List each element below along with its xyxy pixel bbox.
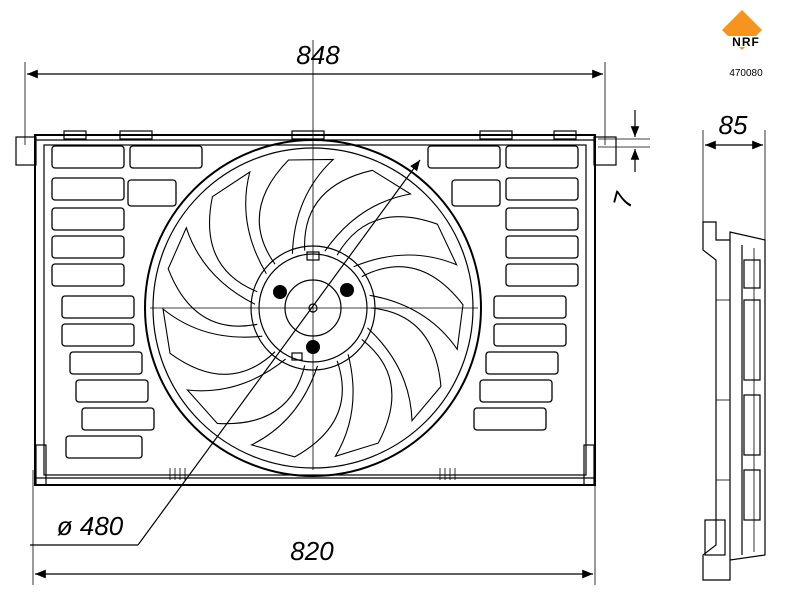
dimension-offset: 7 — [598, 110, 650, 211]
fan-blade — [361, 266, 464, 351]
hub-bolt — [340, 283, 354, 297]
mount-ear-right — [593, 136, 617, 166]
logo-text: NRF — [732, 35, 760, 49]
depth-label: 85 — [719, 110, 748, 140]
fan-blade — [250, 360, 343, 458]
fan-blade — [336, 216, 458, 268]
mount-ear-left — [15, 136, 37, 166]
fan-diameter-label: ø 480 — [57, 511, 124, 541]
fan-blade — [258, 158, 335, 265]
dimension-overall-width: 848 — [24, 40, 606, 145]
hub-bolt — [273, 285, 287, 299]
nrf-logo: NRF 470080 — [710, 10, 782, 79]
dimension-frame-width: 820 — [32, 470, 596, 585]
fan-blade — [162, 307, 276, 375]
fan-blade — [304, 169, 413, 252]
vent-slots-right — [427, 145, 579, 431]
offset-label: 7 — [607, 188, 640, 211]
fan-blade — [367, 307, 442, 423]
frame-outline — [34, 134, 596, 486]
dimension-fan-diameter: ø 480 — [30, 159, 421, 546]
fan-blade — [334, 338, 393, 458]
part-number: 470080 — [729, 68, 763, 79]
overall-width-label: 848 — [296, 40, 340, 70]
dimension-depth: 85 — [702, 110, 766, 240]
fan-blade — [209, 170, 267, 293]
frame-width-label: 820 — [290, 536, 334, 566]
fan-blades — [162, 158, 464, 458]
side-view — [702, 221, 766, 581]
vent-slots-left — [51, 145, 203, 459]
fan-blade — [167, 226, 258, 327]
fan-blade — [186, 358, 306, 425]
bottom-clips-right — [439, 468, 456, 480]
front-view — [15, 40, 617, 486]
bottom-clips-left — [169, 468, 186, 480]
